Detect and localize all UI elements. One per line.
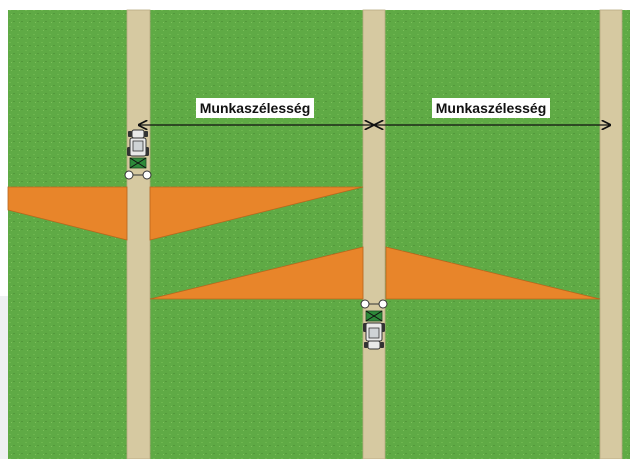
working-width-label-left: Munkaszélesség [200, 100, 311, 116]
working-width-label-right: Munkaszélesség [436, 100, 547, 116]
tramline-3 [600, 10, 622, 459]
tramline-2 [363, 10, 385, 459]
field [8, 10, 630, 459]
tramline-1 [127, 10, 150, 459]
